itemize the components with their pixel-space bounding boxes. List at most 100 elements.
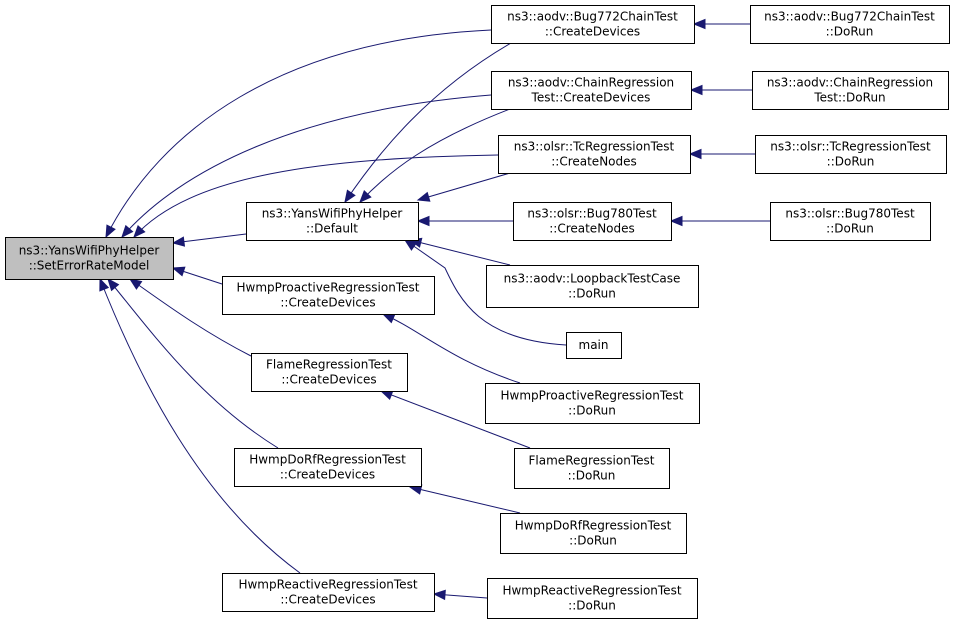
node-label-line: ::DoRun: [568, 469, 616, 483]
node-label-line: main: [579, 338, 609, 352]
node-label-line: ::CreateNodes: [551, 155, 637, 169]
node-label-line: ::CreateDevices: [281, 373, 376, 387]
node-hr-dr[interactable]: HwmpReactiveRegressionTest::DoRun: [487, 578, 698, 619]
node-main[interactable]: main: [566, 332, 622, 359]
node-box[interactable]: [486, 265, 699, 308]
arrowhead-hr_cd-to-root: [99, 277, 110, 292]
node-label-line: Test::DoRun: [813, 91, 885, 105]
edge-hr_cd-to-root: [99, 278, 301, 574]
node-hr-cd[interactable]: HwmpReactiveRegressionTest::CreateDevice…: [222, 573, 435, 612]
node-label-line: ns3::olsr::TcRegressionTest: [514, 140, 675, 154]
node-label-line: HwmpProactiveRegressionTest: [237, 281, 420, 295]
arrowhead-hd_cd-to-root: [107, 277, 120, 292]
edge-chain_cd-to-root: [121, 94, 492, 238]
node-hd-cd[interactable]: HwmpDoRfRegressionTest::CreateDevices: [234, 448, 422, 487]
node-label-line: ns3::aodv::Bug772ChainTest: [507, 10, 678, 24]
edge-fl_dr-to-fl_cd: [380, 390, 531, 449]
nodes-layer: ns3::YansWifiPhyHelper::SetErrorRateMode…: [5, 5, 950, 619]
node-box[interactable]: [500, 513, 687, 554]
node-b780-dr[interactable]: ns3::olsr::Bug780Test::DoRun: [770, 202, 931, 241]
node-box[interactable]: [750, 5, 950, 44]
node-label-line: ns3::aodv::ChainRegression: [508, 76, 674, 90]
edge-b772_cd-to-root: [105, 29, 492, 238]
node-hp-dr[interactable]: HwmpProactiveRegressionTest::DoRun: [485, 383, 700, 424]
edge-tc_cn-to-root: [133, 154, 499, 238]
node-fl-cd[interactable]: FlameRegressionTest::CreateDevices: [251, 353, 408, 392]
node-label-line: FlameRegressionTest: [529, 454, 655, 468]
edge-hd_cd-to-root: [107, 278, 279, 449]
node-box[interactable]: [234, 448, 422, 487]
node-fl-dr[interactable]: FlameRegressionTest::DoRun: [514, 448, 670, 489]
node-root[interactable]: ns3::YansWifiPhyHelper::SetErrorRateMode…: [5, 237, 174, 280]
edge-b772_cd-to-default: [344, 42, 512, 203]
node-b772-dr[interactable]: ns3::aodv::Bug772ChainTest::DoRun: [750, 5, 950, 44]
node-chain-cd[interactable]: ns3::aodv::ChainRegressionTest::CreateDe…: [491, 71, 692, 110]
node-b780-cn[interactable]: ns3::olsr::Bug780Test::CreateNodes: [513, 202, 672, 241]
arrowhead-main-to-default: [403, 239, 418, 251]
arrowhead-default-to-root: [171, 236, 186, 247]
node-box[interactable]: [566, 332, 622, 359]
node-label-line: HwmpDoRfRegressionTest: [515, 519, 672, 533]
arrowhead-chain_dr-to-chain_cd: [689, 84, 703, 96]
node-label-line: ns3::olsr::Bug780Test: [527, 207, 657, 221]
node-label-line: ns3::aodv::Bug772ChainTest: [764, 10, 935, 24]
node-loop-dr[interactable]: ns3::aodv::LoopbackTestCase::DoRun: [486, 265, 699, 308]
node-box[interactable]: [514, 448, 670, 489]
node-box[interactable]: [752, 71, 949, 110]
arrowhead-chain_cd-to-default: [359, 190, 372, 203]
node-default[interactable]: ns3::YansWifiPhyHelper::Default: [246, 202, 419, 241]
node-label-line: HwmpReactiveRegressionTest: [238, 578, 417, 592]
arrowhead-chain_cd-to-root: [121, 224, 134, 238]
edge-hp_dr-to-hp_cd: [382, 313, 521, 384]
node-tc-dr[interactable]: ns3::olsr::TcRegressionTest::DoRun: [755, 135, 947, 174]
node-hd-dr[interactable]: HwmpDoRfRegressionTest::DoRun: [500, 513, 687, 554]
edge-hd_dr-to-hd_cd: [409, 486, 521, 514]
node-tc-cn[interactable]: ns3::olsr::TcRegressionTest::CreateNodes: [498, 135, 691, 174]
arrowhead-hr_dr-to-hr_cd: [432, 589, 446, 601]
node-label-line: ns3::olsr::Bug780Test: [785, 207, 915, 221]
node-box[interactable]: [485, 383, 700, 424]
arrowhead-tc_dr-to-tc_cn: [688, 148, 702, 160]
arrowhead-b780_cn-to-default: [416, 215, 430, 227]
edge-fl_cd-to-root: [129, 278, 252, 357]
node-label-line: ::CreateDevices: [280, 593, 375, 607]
arrowhead-b772_cd-to-default: [344, 189, 356, 204]
node-label-line: ::DoRun: [568, 599, 616, 613]
node-box[interactable]: [491, 5, 695, 44]
node-label-line: Test::CreateDevices: [531, 91, 651, 105]
node-label-line: ::CreateDevices: [545, 25, 640, 39]
arrowhead-b772_cd-to-root: [105, 224, 116, 239]
node-label-line: ns3::olsr::TcRegressionTest: [770, 140, 931, 154]
arrowhead-hp_cd-to-root: [171, 266, 186, 277]
node-label-line: HwmpProactiveRegressionTest: [501, 389, 684, 403]
node-box[interactable]: [755, 135, 947, 174]
node-label-line: ::SetErrorRateModel: [29, 259, 150, 273]
node-box[interactable]: [246, 202, 419, 241]
node-label-line: ::Default: [306, 222, 358, 236]
node-label-line: ::DoRun: [569, 534, 617, 548]
node-label-line: ::DoRun: [826, 25, 874, 39]
node-label-line: ::CreateDevices: [280, 468, 375, 482]
node-box[interactable]: [491, 71, 692, 110]
node-b772-cd[interactable]: ns3::aodv::Bug772ChainTest::CreateDevice…: [491, 5, 695, 44]
edge-main-to-default: [404, 239, 567, 346]
node-box[interactable]: [222, 276, 435, 315]
node-box[interactable]: [498, 135, 691, 174]
node-box[interactable]: [5, 237, 174, 280]
edge-default-to-root: [172, 233, 247, 244]
node-label-line: ::CreateDevices: [280, 296, 375, 310]
node-box[interactable]: [222, 573, 435, 612]
node-box[interactable]: [513, 202, 672, 241]
edge-chain_cd-to-default: [359, 108, 511, 203]
node-hp-cd[interactable]: HwmpProactiveRegressionTest::CreateDevic…: [222, 276, 435, 315]
node-box[interactable]: [487, 578, 698, 619]
arrowhead-hp_dr-to-hp_cd: [381, 313, 396, 324]
node-label-line: HwmpDoRfRegressionTest: [249, 453, 406, 467]
arrowhead-fl_cd-to-root: [128, 278, 143, 290]
node-box[interactable]: [251, 353, 408, 392]
node-label-line: ::DoRun: [826, 222, 874, 236]
node-label-line: ::CreateNodes: [549, 222, 635, 236]
node-box[interactable]: [770, 202, 931, 241]
